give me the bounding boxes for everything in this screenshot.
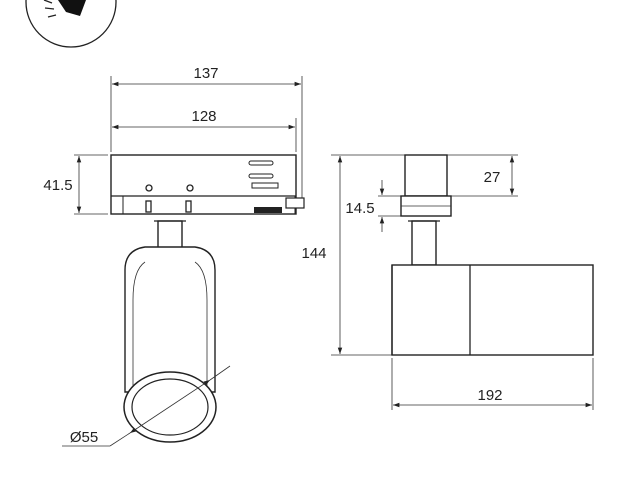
dim-length: 192	[477, 387, 502, 404]
dim-total-height: 144	[301, 245, 326, 262]
dim-adapter-height: 41.5	[43, 177, 72, 194]
dim-width-inner: 128	[191, 108, 216, 125]
beam-angle-icon	[25, 0, 117, 48]
dim-diameter: Ø55	[70, 429, 98, 446]
dim-top-height: 27	[484, 169, 501, 186]
front-view	[62, 76, 305, 447]
dim-neck-height: 14.5	[345, 200, 374, 217]
dim-width-outer: 137	[193, 65, 218, 82]
side-view	[331, 154, 594, 410]
